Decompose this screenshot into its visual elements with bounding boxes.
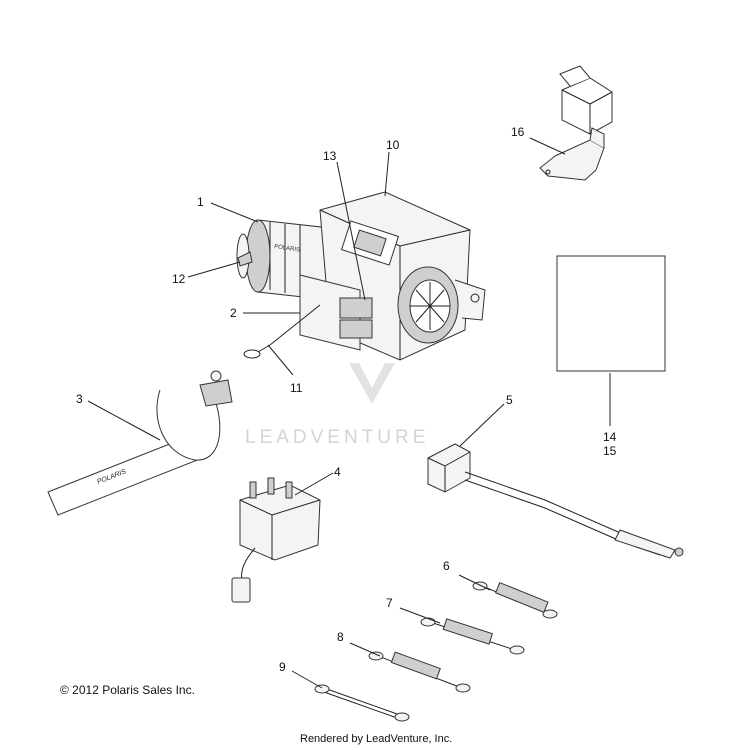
callout-7: 7: [386, 596, 393, 610]
callout-13: 13: [323, 149, 337, 163]
part-16-bracket: [539, 65, 613, 181]
part-9-cable: [314, 684, 410, 722]
part-4-solenoid: [231, 477, 321, 603]
callout-1: 1: [197, 195, 204, 209]
callout-12: 12: [172, 272, 186, 286]
leader-lines: [87, 137, 611, 689]
watermark-text: LEADVENTURE: [245, 427, 429, 448]
callout-15: 15: [603, 444, 617, 458]
callout-9: 9: [279, 660, 286, 674]
watermark: LEADVENTURE: [245, 363, 429, 448]
part-8-cable: [368, 651, 471, 693]
callout-labels: 1 2 3 4 5 6 7 8 9 10 11 12 13 14 15 16: [76, 125, 617, 674]
part-7-cable: [420, 617, 525, 655]
part-14-manual: [556, 255, 666, 372]
callout-4: 4: [334, 465, 341, 479]
callout-8: 8: [337, 630, 344, 644]
callout-5: 5: [506, 393, 513, 407]
callout-6: 6: [443, 559, 450, 573]
callout-14: 14: [603, 430, 617, 444]
winch-assembly: POLARIS: [236, 191, 486, 361]
winch-brand-mark: POLARIS: [274, 244, 301, 254]
part-6-cable: [472, 581, 558, 619]
callout-2: 2: [230, 306, 237, 320]
rendered-by-credit: Rendered by LeadVenture, Inc.: [300, 733, 453, 745]
part-5-harness: [427, 443, 684, 559]
copyright-notice: © 2012 Polaris Sales Inc.: [60, 683, 195, 697]
callout-16: 16: [511, 125, 525, 139]
part-3-strap: POLARIS: [47, 370, 233, 516]
callout-3: 3: [76, 392, 83, 406]
callout-10: 10: [386, 138, 400, 152]
callout-11: 11: [290, 381, 303, 395]
